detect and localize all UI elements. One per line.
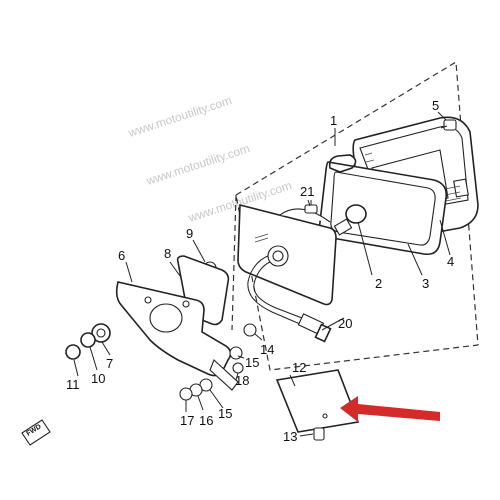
part-labels: 1 2 3 4 5 6 7 8 9 10 11 12 13 14 15 15 1… [66,98,454,444]
label-15a: 15 [245,355,259,370]
nut-18 [232,362,244,374]
label-4: 4 [447,254,454,269]
label-6: 6 [118,248,125,263]
label-7: 7 [106,356,113,371]
screw-21 [304,200,318,214]
label-1: 1 [330,113,337,128]
nut-11 [65,344,81,360]
nut-17 [179,387,193,401]
assembly-boundary [231,60,479,371]
label-18: 18 [235,373,249,388]
label-2: 2 [375,276,382,291]
label-14: 14 [260,342,274,357]
label-10: 10 [91,371,105,386]
watermark-1: www.motoutility.com [126,93,234,140]
plate-12 [275,369,360,433]
label-8: 8 [164,246,171,261]
label-11: 11 [66,377,80,392]
leader-lines [73,111,451,437]
watermark-2: www.motoutility.com [144,141,252,188]
label-9: 9 [186,226,193,241]
label-17: 17 [180,413,194,428]
label-21: 21 [300,184,314,199]
watermark-group: www.motoutility.com www.motoutility.com … [126,93,294,225]
label-3: 3 [422,276,429,291]
label-12: 12 [292,360,306,375]
label-15b: 15 [218,406,232,421]
lamp-base-plate [237,203,337,343]
washer-10 [80,332,96,348]
label-16: 16 [199,413,213,428]
label-13: 13 [283,429,297,444]
nut-14 [243,323,257,337]
label-20: 20 [338,316,352,331]
screw-5 [440,119,457,131]
fwd-indicator: FWD [21,419,51,446]
highlight-arrow [340,396,440,422]
bulb [333,204,367,236]
license-bracket-6 [115,281,239,391]
label-5: 5 [432,98,439,113]
clip-13 [313,427,325,441]
